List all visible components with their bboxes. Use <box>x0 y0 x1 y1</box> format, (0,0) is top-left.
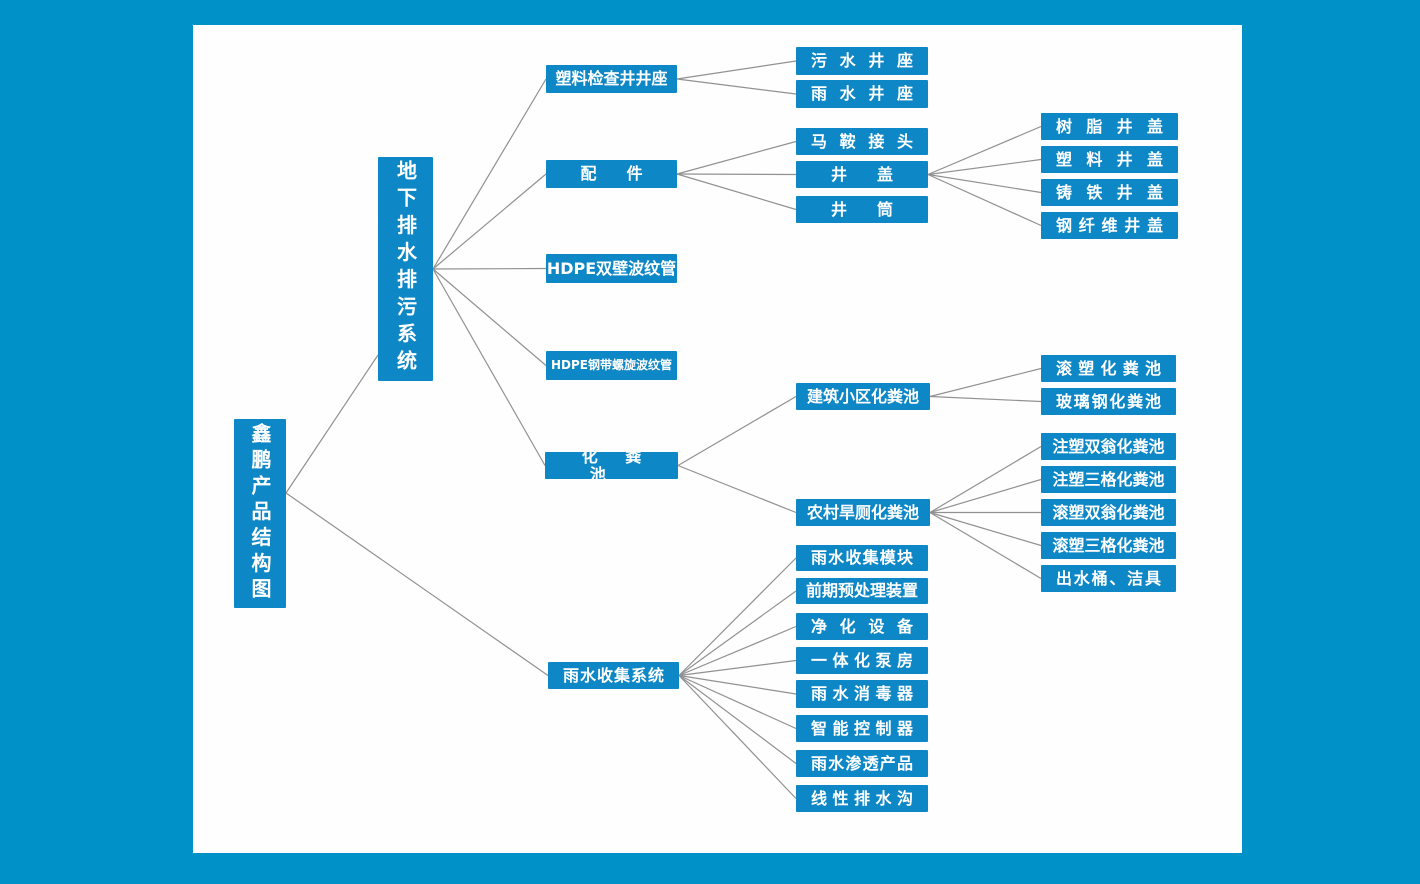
node-accessories: 配件 <box>546 160 677 188</box>
node-manhole-cover: 井盖 <box>796 161 928 188</box>
node-residential-septic: 建筑小区化粪池 <box>796 383 930 410</box>
node-frp-septic: 玻璃钢化粪池 <box>1041 388 1176 415</box>
node-plastic-well-seat: 塑料检查井井座 <box>546 65 677 93</box>
node-septic-tank: 化粪池 <box>545 448 678 483</box>
node-rural-septic: 农村旱厕化粪池 <box>796 499 930 526</box>
node-underground-system: 地下排水排污系统 <box>378 157 433 381</box>
node-injection-double-urn: 注塑双翁化粪池 <box>1041 433 1176 460</box>
node-purification-equip: 净化设备 <box>796 613 928 640</box>
node-hdpe-double-wall: HDPE双壁波纹管 <box>546 254 677 283</box>
node-rain-collect-module: 雨水收集模块 <box>796 545 928 571</box>
node-injection-three-grid: 注塑三格化粪池 <box>1041 466 1176 493</box>
node-root: 鑫鹏产品结构图 <box>234 419 286 608</box>
node-cast-iron-cover: 铸铁井盖 <box>1041 179 1178 206</box>
node-roto-three-grid: 滚塑三格化粪池 <box>1041 532 1176 559</box>
node-roto-double-urn: 滚塑双翁化粪池 <box>1041 499 1176 526</box>
node-integrated-pump-house: 一体化泵房 <box>796 647 928 674</box>
node-outlet-bucket: 出水桶、洁具 <box>1041 565 1176 592</box>
node-roto-septic: 滚塑化粪池 <box>1041 355 1176 382</box>
node-linear-drain: 线性排水沟 <box>796 785 928 812</box>
node-rainwater-system: 雨水收集系统 <box>548 662 679 689</box>
node-saddle-joint: 马鞍接头 <box>796 128 928 155</box>
node-rain-well-seat: 雨水井座 <box>796 80 928 108</box>
node-smart-controller: 智能控制器 <box>796 715 928 742</box>
node-hdpe-steel-belt: HDPE钢带螺旋波纹管 <box>546 351 677 380</box>
node-resin-cover: 树脂井盖 <box>1041 113 1178 140</box>
node-well-shaft: 井筒 <box>796 196 928 223</box>
node-rain-permeation: 雨水渗透产品 <box>796 750 928 777</box>
node-rain-disinfector: 雨水消毒器 <box>796 680 928 708</box>
node-pre-treatment-device: 前期预处理装置 <box>796 578 928 604</box>
node-plastic-cover: 塑料井盖 <box>1041 146 1178 173</box>
node-sewage-well-seat: 污水井座 <box>796 47 928 75</box>
node-steel-fiber-cover: 钢纤维井盖 <box>1041 212 1178 239</box>
